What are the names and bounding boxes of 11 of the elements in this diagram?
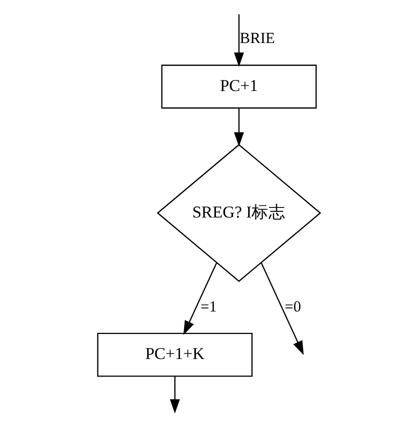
arrow [233, 14, 244, 67]
node-box: PC+1+K [96, 332, 252, 377]
node-box: PC+1 [160, 64, 316, 109]
arrow [233, 108, 244, 146]
arrow [169, 376, 180, 414]
arrow [182, 262, 217, 336]
node-diamond: SREG? I标志 [156, 144, 321, 282]
arrow [260, 262, 304, 356]
edge-label: =1 [200, 298, 216, 316]
edge-label: =0 [284, 298, 301, 316]
edge-label: BRIE [239, 30, 274, 48]
